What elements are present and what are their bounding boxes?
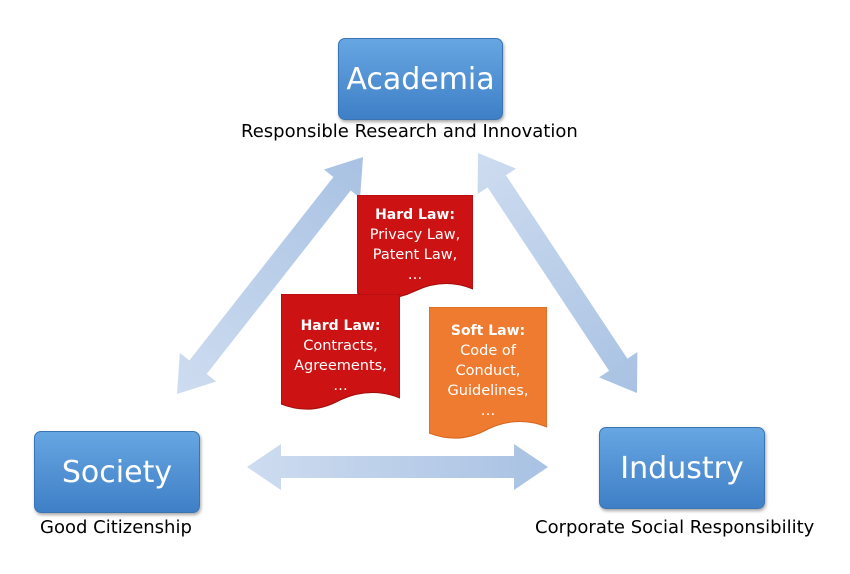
soft-law-document: Soft Law: Code of Conduct, Guidelines, … [429,307,547,445]
arrow-academia-industry [477,153,638,393]
society-node: Society [34,431,200,513]
document-line: … [333,378,348,394]
document-line: Privacy Law, [369,227,461,243]
industry-label: Industry [620,450,744,486]
document-line: Agreements, [294,358,387,374]
society-label: Society [61,454,173,490]
hard-law-document-contracts: Hard Law: Contracts, Agreements, … [281,294,400,416]
document-line: Conduct, [455,363,521,379]
document-line: Guidelines, [447,383,529,399]
document-shape [281,294,400,410]
industry-caption: Corporate Social Responsibility [535,517,815,538]
document-line: … [407,267,423,283]
document-title: Hard Law: [375,207,455,223]
document-title: Hard Law: [300,318,381,334]
hard-law-document-privacy: Hard Law: Privacy Law, Patent Law, … [357,195,473,305]
arrow-society-industry [247,444,548,490]
academia-caption: Responsible Research and Innovation [241,121,578,142]
society-caption: Good Citizenship [40,517,192,538]
document-line: Patent Law, [372,247,458,263]
document-line: … [480,403,496,419]
document-title: Soft Law: [450,323,526,339]
document-line: Contracts, [303,338,378,354]
document-shape [429,307,547,439]
arrow-academia-society [177,156,364,394]
industry-node: Industry [599,427,765,509]
document-line: Code of [460,343,516,359]
academia-label: Academia [346,61,495,97]
academia-node: Academia [338,38,503,120]
